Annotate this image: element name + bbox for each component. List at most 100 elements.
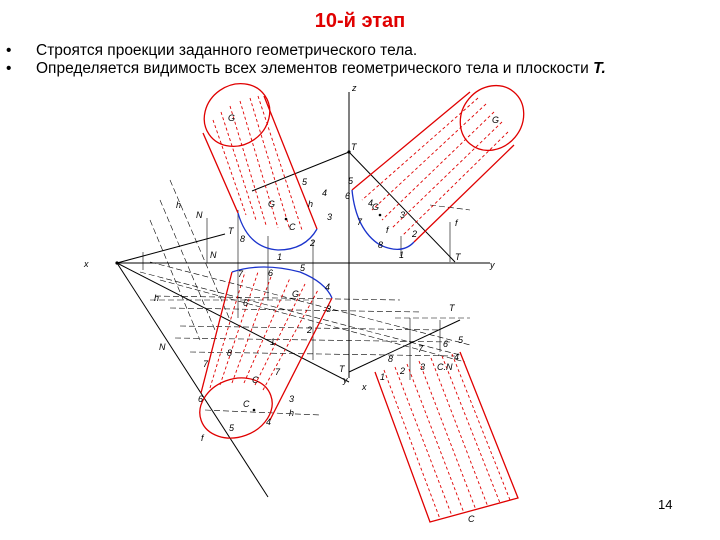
bullet-marker: • — [6, 42, 12, 59]
label-point-5-lower: 5 — [458, 335, 464, 345]
cylinder-bottom-base — [199, 377, 273, 439]
label-point-1-frontal: 1 — [277, 252, 282, 262]
label-point-6-lower: 6 — [443, 339, 448, 349]
label-point-3-lower: 3 — [420, 362, 425, 372]
point-marks — [115, 150, 382, 412]
label-t-left: T — [228, 226, 235, 236]
trace-n — [116, 262, 269, 498]
label-point-7-frontal: 7 — [238, 269, 244, 279]
label-f-small: f — [386, 225, 390, 235]
label-point-3-horizontal: 3 — [326, 304, 331, 314]
section-curve-horizontal — [231, 266, 333, 299]
label-cn: C.N — [437, 362, 453, 372]
cylinder-generator-lower — [413, 144, 515, 243]
label-point-8-profile: 8 — [378, 240, 383, 250]
bullet-text: Определяется видимость всех элементов ге… — [36, 60, 594, 77]
label-point-1-horizontal: 1 — [270, 337, 275, 347]
label-point-5-base: 5 — [229, 423, 235, 433]
label-y: y — [489, 260, 495, 270]
label-z: z — [351, 83, 357, 93]
cylinder-generator-left — [202, 132, 239, 214]
label-n-axis: N — [210, 250, 217, 260]
construction-dashed-lines — [139, 179, 471, 416]
label-n-horizontal: N — [159, 342, 166, 352]
label-g-horizontal: G — [292, 289, 299, 299]
label-point-2-lower: 2 — [399, 366, 405, 376]
label-point-1-profile: 1 — [399, 250, 404, 260]
label-t-right: T — [449, 303, 456, 313]
label-f-lower: f — [201, 433, 205, 443]
label-t-axis: T — [339, 364, 346, 374]
label-point-8-frontal: 8 — [240, 234, 245, 244]
label-point-3-profile: 3 — [400, 210, 405, 220]
label-c-frontal: C — [289, 222, 296, 232]
label-n-frontal: N — [196, 210, 203, 220]
label-g-upper-right: G — [492, 115, 499, 125]
cylinder-generator-upper — [351, 91, 471, 191]
plane-t-traces — [116, 151, 461, 498]
bullet-list: • Строятся проекции заданного геометриче… — [6, 42, 606, 78]
cylinder-profile-projection — [351, 84, 525, 243]
label-point-7-base: 7 — [275, 367, 281, 377]
label-c-base: C — [243, 399, 250, 409]
label-point-6-frontal: 6 — [268, 268, 273, 278]
slide-title: 10-й этап — [314, 10, 406, 32]
label-point-3-base: 3 — [289, 394, 294, 404]
trace-t-profile — [348, 151, 456, 263]
label-g-frontal: G — [268, 199, 275, 209]
label-point-7-horizontal: 7 — [203, 359, 209, 369]
label-h-frontal: h — [176, 200, 181, 210]
cylinder-generator-right-h — [269, 297, 333, 421]
label-point-x1: x — [361, 382, 367, 392]
label-point-5-frontal: 5 — [302, 177, 308, 187]
label-point-5-profile: 5 — [348, 176, 354, 186]
label-h-lower: h — [289, 408, 294, 418]
label-point-3-frontal: 3 — [327, 212, 332, 222]
label-point-2-frontal: 2 — [309, 238, 315, 248]
label-point-5-horizontal: 5 — [300, 263, 306, 273]
label-x: x — [83, 259, 89, 269]
label-f-profile: f — [455, 218, 459, 228]
cylinder-top-base — [203, 82, 271, 148]
cylinder-horizontal-projection — [199, 271, 333, 439]
trace-t-frontal-left — [251, 151, 350, 192]
label-g-profile: G — [372, 202, 379, 212]
label-point-1-lower: 1 — [380, 372, 385, 382]
trace-t-horizontal — [116, 233, 226, 264]
cylinder-right-base — [459, 84, 525, 152]
x1-axis — [116, 262, 350, 383]
label-point-4-lower: 4 — [454, 352, 459, 362]
label-point-7-lower: 7 — [418, 344, 424, 354]
label-point-4-profile: 4 — [368, 198, 373, 208]
label-c-bottom: C — [468, 514, 475, 524]
label-point-4-horizontal: 4 — [325, 282, 330, 292]
label-point-2-horizontal: 2 — [306, 325, 312, 335]
label-g-upper-left: G — [228, 113, 235, 123]
label-point-4-frontal: 4 — [322, 188, 327, 198]
section-curve-frontal — [237, 212, 318, 251]
label-t-profile: T — [455, 252, 462, 262]
label-h-small: h — [308, 199, 313, 209]
label-point-6-profile: 6 — [345, 191, 350, 201]
cylinder-frontal-projection — [202, 82, 318, 231]
label-y1: y — [342, 375, 348, 385]
label-point-2-profile: 2 — [411, 229, 417, 239]
bullet-text: Строятся проекции заданного геометрическ… — [36, 42, 418, 59]
bullet-item: • Определяется видимость всех элементов … — [6, 60, 606, 78]
label-point-6-horizontal: 6 — [243, 298, 248, 308]
label-t-top: T — [351, 142, 358, 152]
projection-axes — [116, 92, 490, 383]
bullet-emphasis: T. — [593, 60, 606, 77]
label-point-4-base: 4 — [266, 417, 271, 427]
label-point-8-horizontal: 8 — [227, 348, 232, 358]
drawing-labels: z x y y G G G G G C C C C T T T T T N N … — [83, 83, 499, 524]
label-point-6-base: 6 — [198, 394, 203, 404]
cylinder-generator-left-h — [200, 271, 233, 394]
label-point-7-profile: 7 — [357, 217, 363, 227]
bullet-item: • Строятся проекции заданного геометриче… — [6, 42, 606, 60]
label-point-8-lower: 8 — [388, 354, 393, 364]
section-curve-profile — [351, 189, 415, 250]
cylinder-generator-right — [263, 95, 318, 230]
